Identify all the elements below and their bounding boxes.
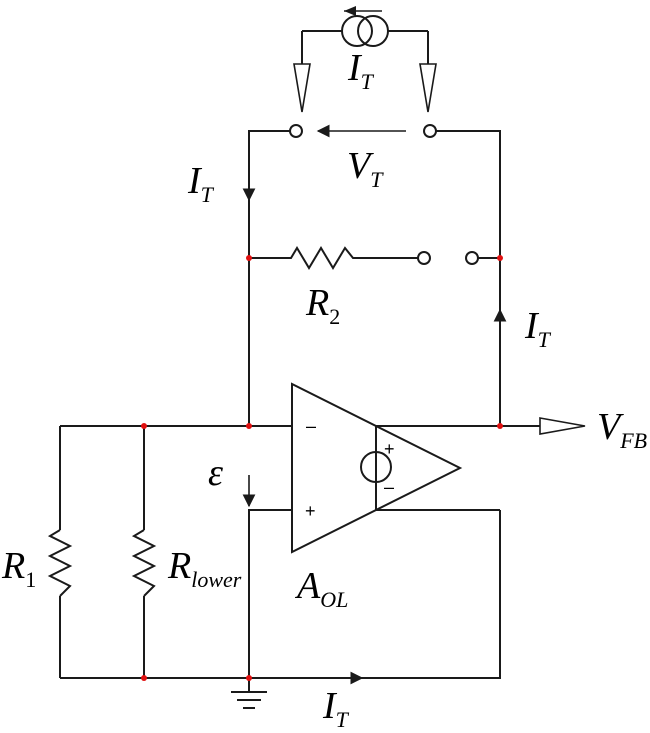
resistor-rlower xyxy=(131,529,157,597)
resistor-r2 xyxy=(249,246,500,270)
node-output xyxy=(497,423,503,429)
opamp-plus-sign: + xyxy=(305,501,316,521)
opamp: – + + – xyxy=(291,382,500,554)
label-r2: R2 xyxy=(305,282,340,329)
label-it-right: IT xyxy=(524,305,552,352)
node-ground xyxy=(246,675,252,681)
label-epsilon: ε xyxy=(208,452,223,494)
probe-right xyxy=(419,63,437,113)
source-plus-sign: + xyxy=(384,439,395,459)
ground-icon xyxy=(231,678,267,709)
label-it-bottom: IT xyxy=(322,685,350,732)
test-current-source xyxy=(301,6,429,64)
node-rlower-top xyxy=(141,423,147,429)
source-minus-sign: – xyxy=(384,477,394,497)
node-r2-left xyxy=(246,255,252,261)
label-vfb: VFB xyxy=(597,406,647,453)
label-r1: R1 xyxy=(1,545,36,592)
node-inverting-input xyxy=(246,423,252,429)
input-wires xyxy=(59,258,501,679)
top-wires xyxy=(248,124,501,258)
node-rlower-bottom xyxy=(141,675,147,681)
label-rlower: Rlower xyxy=(167,545,242,592)
label-it-top: IT xyxy=(347,47,375,94)
node-r2-right xyxy=(497,255,503,261)
label-it-left: IT xyxy=(187,160,215,207)
probe-left xyxy=(293,63,311,113)
output-arrow xyxy=(500,417,586,435)
label-vt: VT xyxy=(347,145,384,192)
resistor-r1 xyxy=(47,529,73,597)
junction-nodes xyxy=(141,255,503,681)
label-aol: AOL xyxy=(294,565,348,612)
opamp-minus-sign: – xyxy=(306,416,316,436)
